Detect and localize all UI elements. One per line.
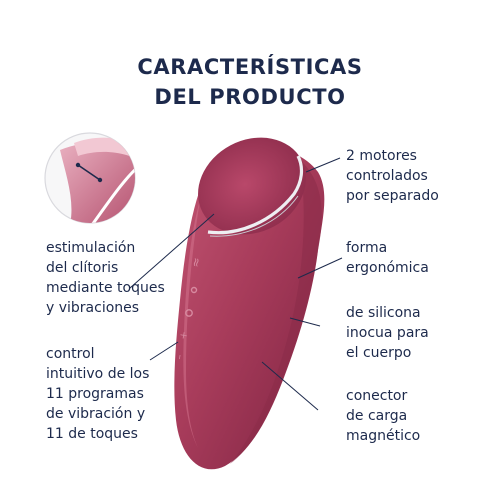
feature-charger-line: conector xyxy=(346,388,408,404)
feature-charger: conector de carga magnético xyxy=(346,386,420,446)
feature-stimulation-line: y vibraciones xyxy=(46,300,140,316)
leader-lines xyxy=(129,157,343,411)
feature-control-line: 11 programas xyxy=(46,386,144,402)
feature-control: control intuitivo de los 11 programas de… xyxy=(46,344,149,444)
feature-control-line: intuitivo de los xyxy=(46,366,150,382)
title-line-1: CARACTERÍSTICAS xyxy=(137,55,363,79)
title-line-2: DEL PRODUCTO xyxy=(154,85,346,109)
feature-shape-line: forma xyxy=(346,240,388,256)
feature-material-line: inocua para xyxy=(346,325,429,341)
feature-control-line: 11 de toques xyxy=(46,426,138,442)
feature-material-line: el cuerpo xyxy=(346,345,412,361)
svg-text:+: + xyxy=(178,330,190,340)
zoom-detail xyxy=(44,132,136,224)
feature-motors-line: por separado xyxy=(346,188,439,204)
feature-shape-line: ergonómica xyxy=(346,260,429,276)
feature-control-line: control xyxy=(46,346,95,362)
feature-stimulation: estimulación del clítoris mediante toque… xyxy=(46,238,165,318)
feature-control-line: de vibración y xyxy=(46,406,146,422)
feature-stimulation-line: estimulación xyxy=(46,240,136,256)
svg-text:≈: ≈ xyxy=(188,256,204,268)
page-title: CARACTERÍSTICAS DEL PRODUCTO xyxy=(0,52,500,112)
feature-motors-line: 2 motores xyxy=(346,148,417,164)
feature-material: de silicona inocua para el cuerpo xyxy=(346,303,429,363)
feature-stimulation-line: mediante toques xyxy=(46,280,165,296)
feature-material-line: de silicona xyxy=(346,305,421,321)
feature-charger-line: magnético xyxy=(346,428,421,444)
svg-text:–: – xyxy=(174,354,186,361)
feature-motors: 2 motores controlados por separado xyxy=(346,146,439,206)
feature-stimulation-line: del clítoris xyxy=(46,260,119,276)
control-buttons: ≈ + – xyxy=(174,256,204,360)
feature-motors-line: controlados xyxy=(346,168,428,184)
feature-shape: forma ergonómica xyxy=(346,238,429,278)
device-body: ≈ + – xyxy=(174,137,325,470)
feature-charger-line: de carga xyxy=(346,408,408,424)
